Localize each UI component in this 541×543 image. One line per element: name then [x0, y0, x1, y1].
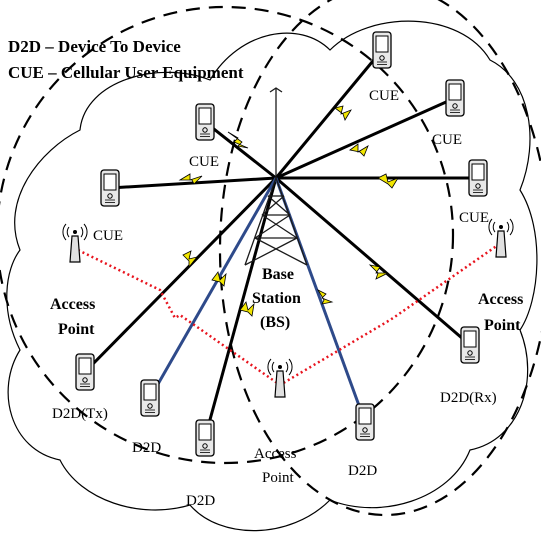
cue-label: CUE — [369, 88, 399, 104]
access-point-label-left-1: Access — [50, 296, 95, 313]
cue-label: CUE — [459, 210, 489, 226]
cue-phone-icon — [468, 159, 488, 197]
wifi-access-point-icon — [267, 358, 293, 398]
cue-phone-icon — [372, 31, 392, 69]
cue-phone-icon — [100, 169, 120, 207]
access-point-links — [77, 243, 499, 387]
wifi-access-point-icon — [488, 218, 514, 258]
access-point-label-center-2: Point — [262, 470, 295, 486]
interference-zigzags — [178, 105, 399, 317]
coverage-cloud — [6, 20, 538, 532]
d2d-label: D2D — [186, 493, 215, 509]
base-station-label-2: Station — [252, 290, 301, 307]
cue-phone-icon — [195, 103, 215, 141]
cue-label: CUE — [432, 132, 462, 148]
d2d-label: D2D — [132, 440, 161, 456]
access-point-label-center-1: Access — [254, 446, 297, 462]
cell-tower-icon — [244, 87, 308, 266]
macro-coverage-right — [218, 0, 541, 517]
macro-coverage-left — [0, 5, 455, 465]
cue-label: CUE — [93, 228, 123, 244]
base-station-label-1: Base — [262, 266, 294, 283]
d2d-rx-label: D2D(Rx) — [440, 390, 497, 406]
d2d-phone-icon — [140, 379, 160, 417]
d2d-tx-label: D2D(Tx) — [52, 406, 108, 422]
d2d-tx-phone-icon — [75, 353, 95, 391]
wifi-access-point-icon — [62, 223, 88, 263]
cue-label: CUE — [189, 154, 219, 170]
legend-cue: CUE – Cellular User Equipment — [8, 63, 244, 82]
access-point-label-left-2: Point — [58, 321, 95, 338]
d2d-rx-phone-icon — [460, 326, 480, 364]
access-point-label-right-1: Access — [478, 291, 523, 308]
d2d-label: D2D — [348, 463, 377, 479]
d2d-phone-icon — [195, 419, 215, 457]
d2d-phone-icon — [355, 403, 375, 441]
base-station-label-3: (BS) — [260, 314, 290, 331]
legend-d2d: D2D – Device To Device — [8, 37, 181, 56]
cellular-links — [83, 49, 478, 439]
access-point-label-right-2: Point — [484, 317, 521, 334]
cue-phone-icon — [445, 79, 465, 117]
